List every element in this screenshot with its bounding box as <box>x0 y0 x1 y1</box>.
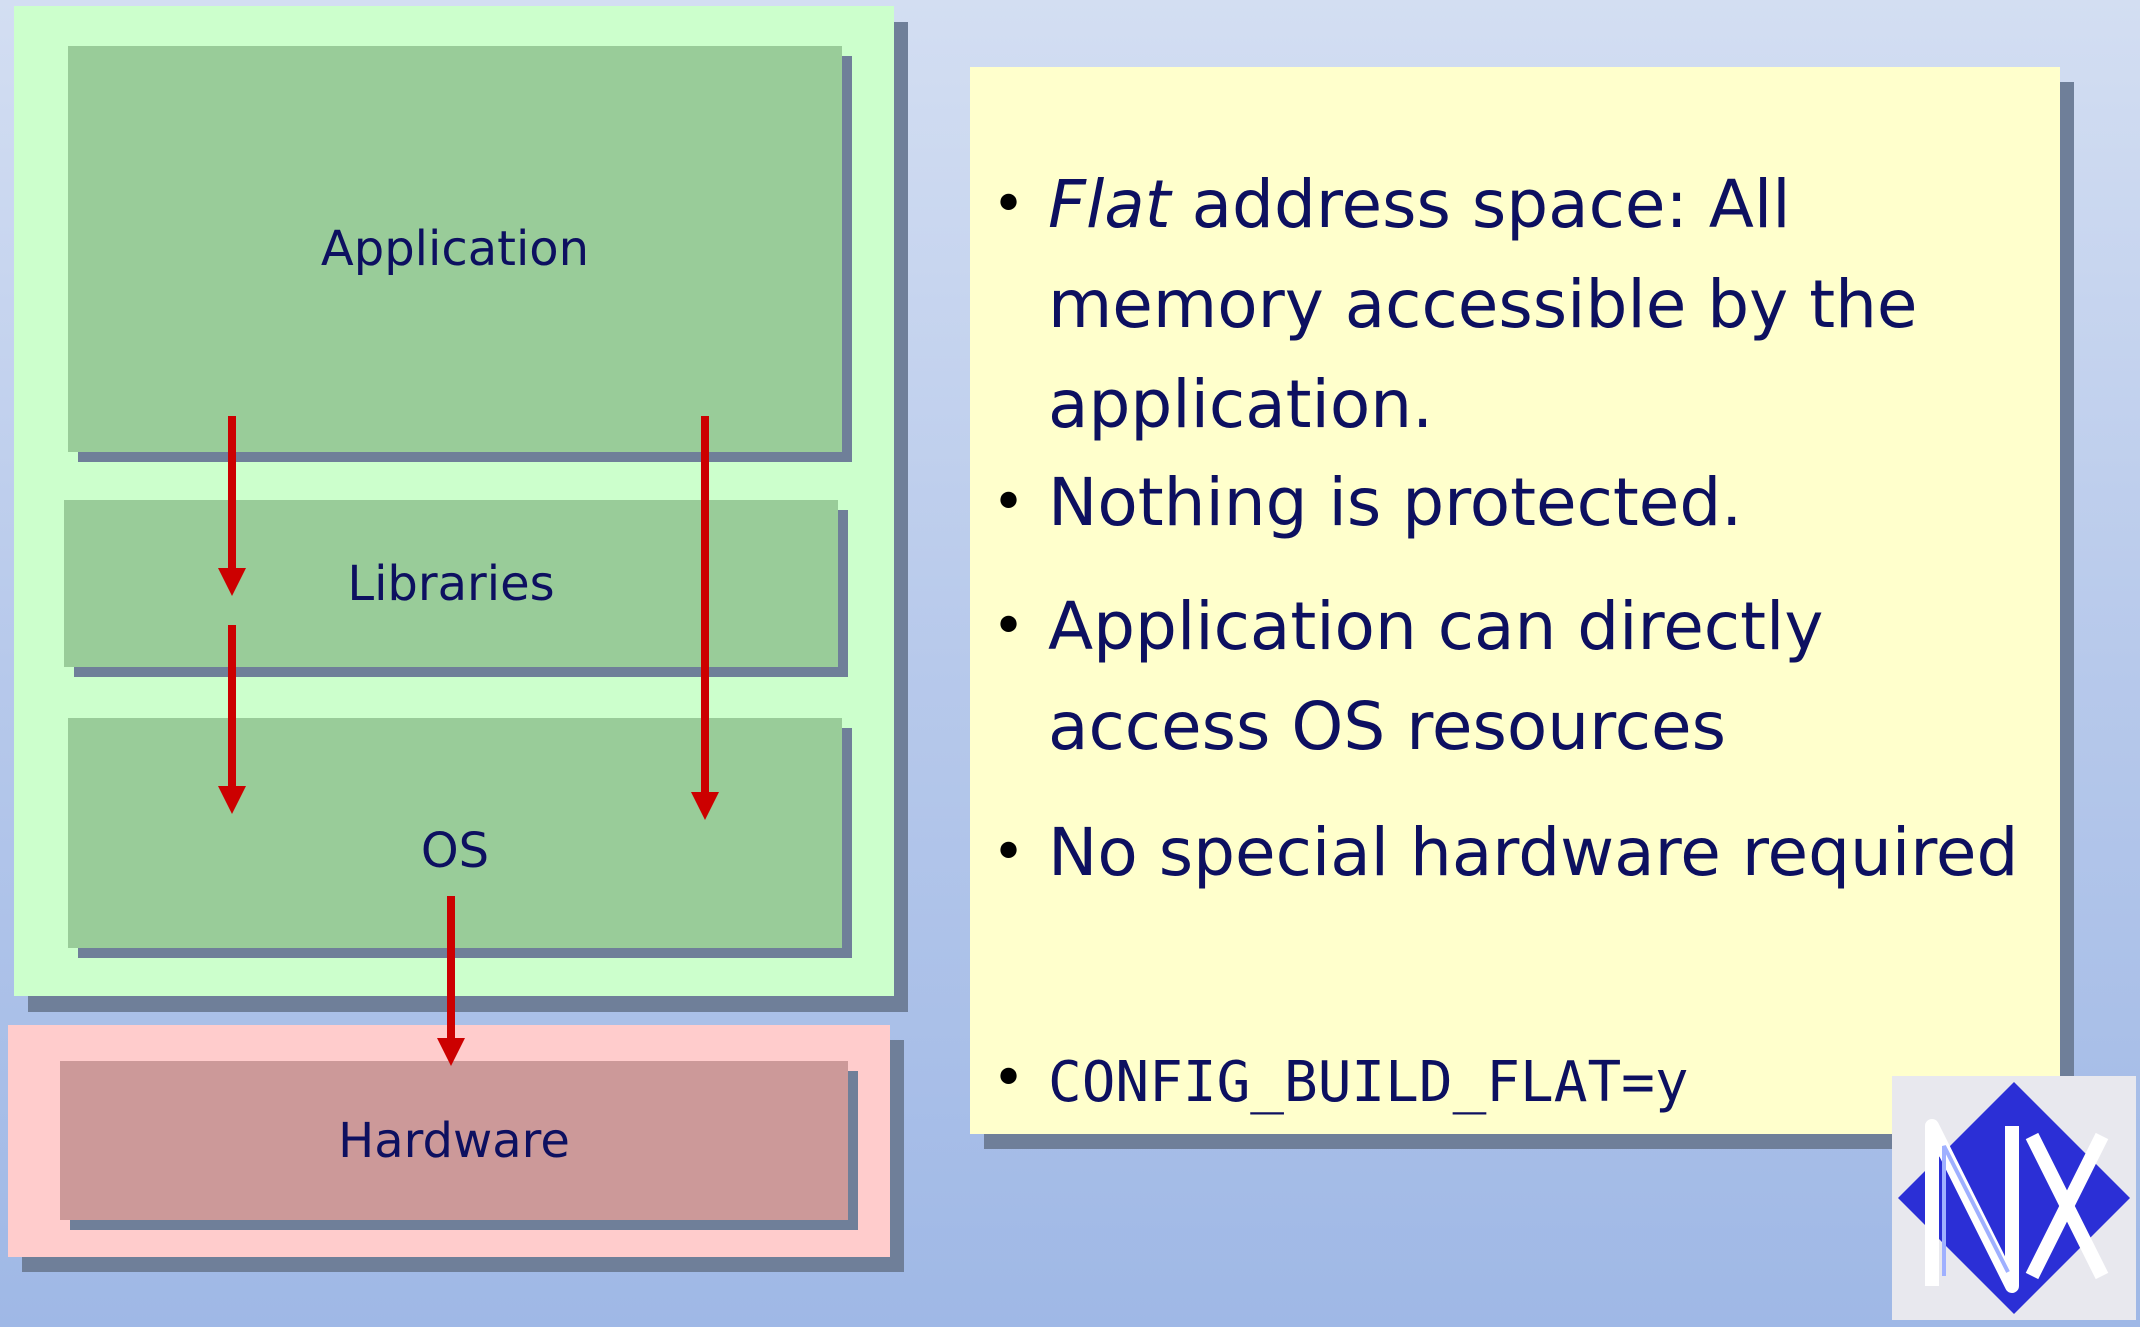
bullet-config: • CONFIG_BUILD_FLAT=y <box>992 1029 2040 1133</box>
bullet-emphasis: Flat <box>1048 166 1171 243</box>
bullet-icon: • <box>992 470 1026 535</box>
arrow-app-to-libraries <box>218 416 246 596</box>
bullet-icon: • <box>992 594 1026 659</box>
config-code: CONFIG_BUILD_FLAT=y <box>1048 1050 1689 1115</box>
application-label: Application <box>320 221 590 277</box>
bullet-icon: • <box>992 1046 1026 1111</box>
arrow-libraries-to-os <box>218 625 246 814</box>
libraries-label: Libraries <box>347 555 555 612</box>
bullet-text: address space: All memory accessible by … <box>1048 166 1918 443</box>
arrow-os-to-hardware <box>437 896 465 1066</box>
arrow-app-to-os <box>691 416 719 820</box>
text-panel: • Flat address space: All memory accessib… <box>970 67 2060 1134</box>
bullet-flat-address: • Flat address space: All memory accessib… <box>992 155 2040 455</box>
application-layer: Application <box>68 46 842 452</box>
bullet-text: No special hardware required <box>1048 814 2019 891</box>
hardware-layer: Hardware <box>60 1061 848 1220</box>
bullet-direct-access: • Application can directly access OS reso… <box>992 577 2040 777</box>
nuttx-logo-icon <box>1892 1076 2136 1320</box>
call-arrows <box>218 416 719 1066</box>
bullet-icon: • <box>992 820 1026 885</box>
bullet-icon: • <box>992 172 1026 237</box>
bullet-nothing-protected: • Nothing is protected. <box>992 453 2040 553</box>
bullet-text: Application can directly access OS resou… <box>1048 588 1824 765</box>
hardware-label: Hardware <box>338 1112 570 1169</box>
os-label: OS <box>420 823 490 880</box>
bullet-text: Nothing is protected. <box>1048 464 1743 541</box>
bullet-no-hardware: • No special hardware required <box>992 803 2040 903</box>
